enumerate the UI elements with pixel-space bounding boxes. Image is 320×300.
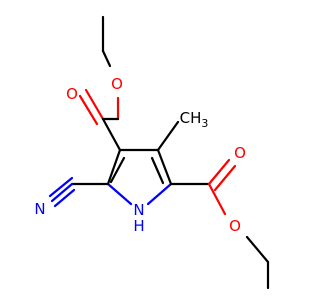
bond-ring-c4-c5 bbox=[106, 148, 122, 186]
bond-ring-methyl bbox=[156, 120, 180, 152]
atom-o-right-single: O bbox=[229, 217, 241, 235]
bond-nitrile-triple-2 bbox=[48, 176, 74, 198]
atom-methyl-subscript: 3 bbox=[201, 117, 208, 130]
atom-o-right-double: O bbox=[234, 144, 246, 162]
atom-o-upper-double: O bbox=[66, 85, 78, 103]
bond-ester-right-double-b bbox=[213, 164, 237, 192]
bond-nitrile-triple-3 bbox=[53, 188, 76, 208]
bond-ethyl-top-2 bbox=[101, 49, 112, 68]
bond-ring-c2-inner bbox=[150, 156, 165, 185]
bond-carbonyl-to-ring bbox=[101, 117, 122, 152]
atom-methyl-label: CH bbox=[180, 109, 202, 127]
atom-methyl-ch: CH3 bbox=[180, 109, 209, 130]
bond-ethyl-right-1 bbox=[245, 235, 270, 264]
bond-ring-c2-n bbox=[146, 182, 173, 206]
bond-nitrile-triple-1 bbox=[50, 182, 74, 203]
bond-ester-top-double-a bbox=[84, 88, 105, 121]
bond-ring-c5-n bbox=[106, 182, 133, 206]
molecule-structure: O O CH3 O O N N H bbox=[34, 15, 270, 290]
bond-ester-right-double-a bbox=[207, 158, 231, 186]
bond-ring-c3-c2 bbox=[156, 148, 173, 186]
bond-ester-top-double-b bbox=[78, 94, 99, 126]
bond-ester-right-single bbox=[207, 182, 227, 216]
bond-ring-c3-c4-inner bbox=[109, 156, 126, 184]
structure-canvas: O O CH3 O O N N H bbox=[34, 15, 270, 290]
atom-n-ring: N bbox=[133, 201, 144, 219]
atom-h-ring: H bbox=[133, 217, 144, 235]
atom-o-upper-single: O bbox=[111, 75, 123, 93]
atom-n-nitrile: N bbox=[34, 200, 45, 218]
